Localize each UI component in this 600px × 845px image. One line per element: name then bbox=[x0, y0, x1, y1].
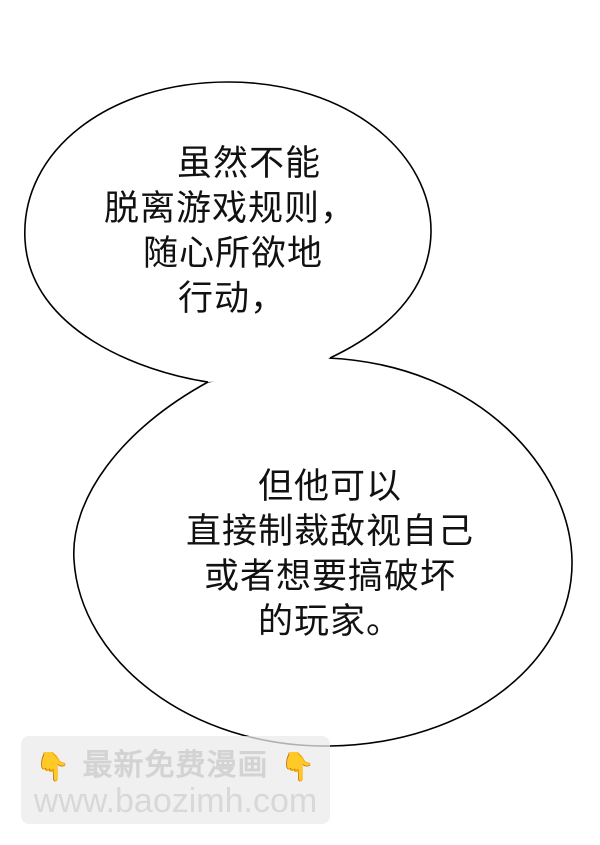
top-bubble-line: 随心所欲地 bbox=[142, 234, 323, 274]
bottom-bubble-line: 但他可以 bbox=[257, 467, 402, 507]
bottom-speech-bubble bbox=[73, 357, 573, 747]
bottom-bubble-text: 但他可以 直接制裁敌视自己 或者想要搞破坏 的玩家。 bbox=[160, 465, 500, 645]
top-speech-bubble-fill bbox=[24, 82, 432, 382]
watermark-title-row: 👇 最新免费漫画 👇 bbox=[21, 740, 330, 784]
top-bubble-line: 脱离游戏规则， bbox=[103, 189, 356, 229]
top-speech-bubble-stroke bbox=[24, 81, 432, 383]
bottom-bubble-line: 或者想要搞破坏 bbox=[203, 557, 456, 597]
top-bubble-text: 虽然不能 脱离游戏规则， 随心所欲地 行动， bbox=[90, 142, 370, 322]
top-bubble-line: 行动， bbox=[177, 279, 286, 319]
bottom-bubble-line: 直接制裁敌视自己 bbox=[185, 512, 474, 552]
watermark-title: 最新免费漫画 bbox=[82, 748, 269, 783]
top-bubble-line: 虽然不能 bbox=[176, 144, 321, 184]
watermark-url[interactable]: www.baozimh.com bbox=[33, 782, 318, 820]
pointing-down-hand-icon: 👇 bbox=[279, 750, 316, 783]
site-watermark[interactable]: 👇 最新免费漫画 👇 www.baozimh.com bbox=[21, 736, 330, 824]
bottom-bubble-line: 的玩家。 bbox=[257, 602, 402, 642]
pointing-down-hand-icon: 👇 bbox=[35, 750, 72, 783]
